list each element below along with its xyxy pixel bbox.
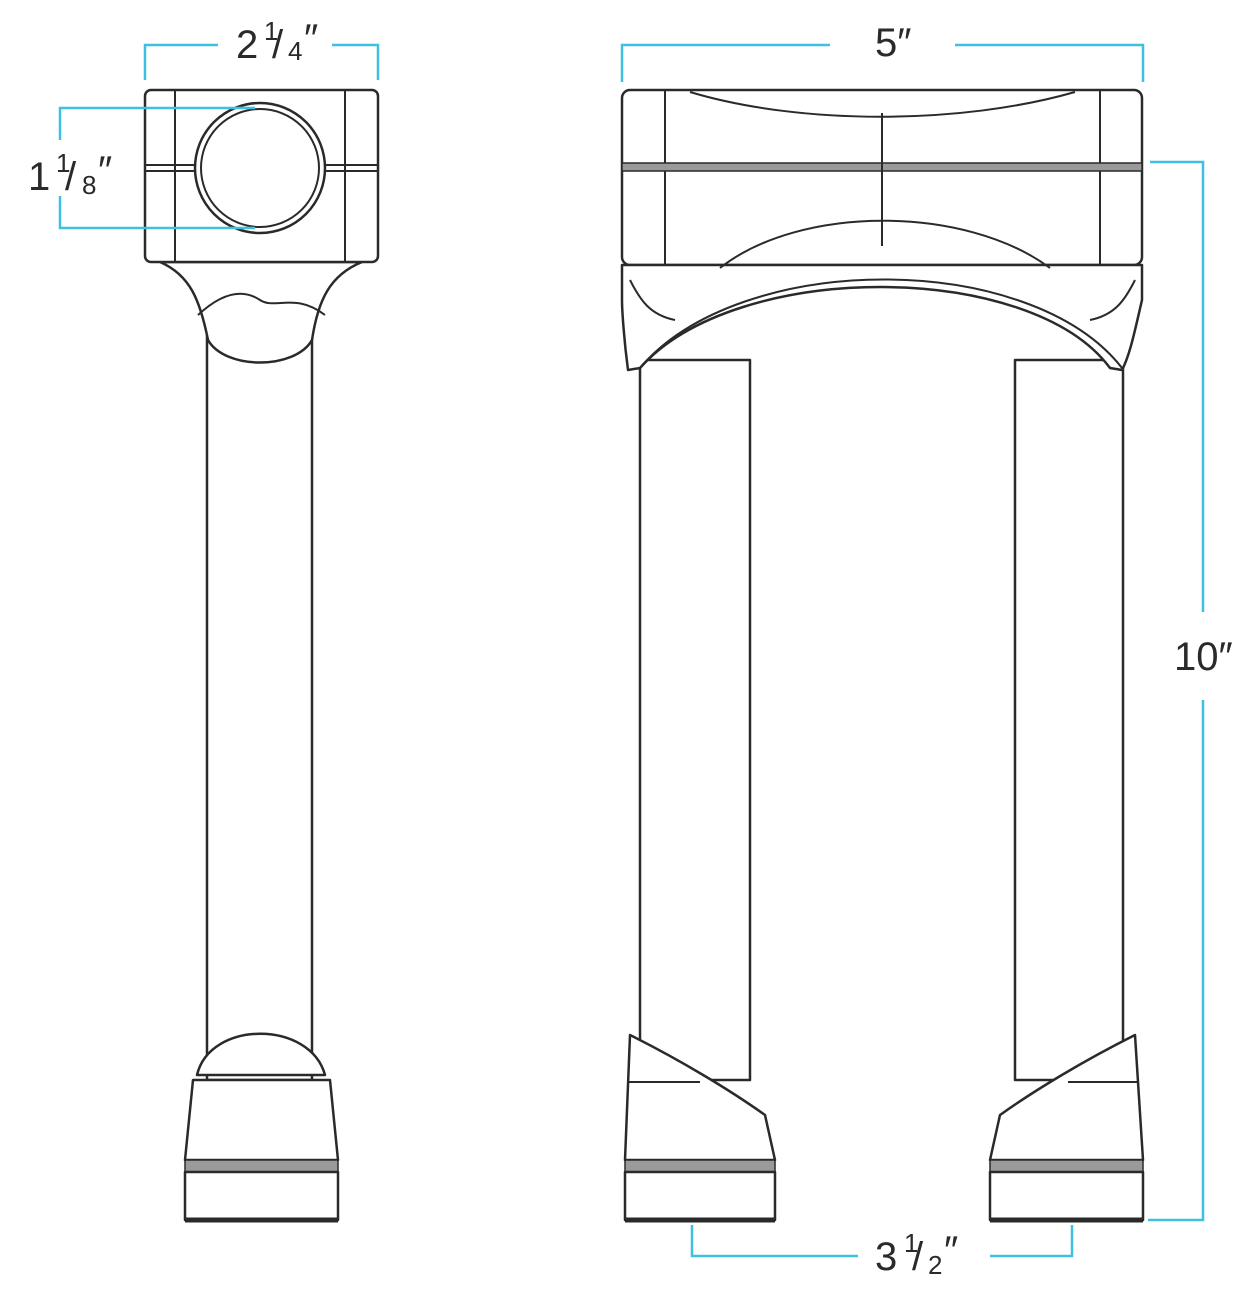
side-neck [158,260,364,364]
side-bar-hole [193,101,327,235]
side-base-band [184,1159,339,1173]
dimension-overall-width: 5″ [620,21,1145,82]
dimension-bar-diameter: 1 1 / 8 ″ [28,106,255,230]
svg-text:1: 1 [56,148,70,178]
base-spacing-whole: 3 [875,1235,897,1279]
side-riser-tube [205,298,314,1082]
front-arch-inner [719,219,1051,269]
svg-text:″: ″ [944,1229,958,1273]
svg-text:1: 1 [264,16,278,46]
svg-text:1: 1 [904,1228,918,1258]
svg-text:/: / [65,155,77,199]
side-base-dome [195,1032,327,1077]
front-right-foot [988,1033,1145,1162]
side-neck-curve [197,292,326,316]
front-top-saddle [689,91,1076,118]
svg-text:8: 8 [82,170,96,200]
svg-text:″: ″ [98,149,112,193]
front-view [620,88,1145,1223]
dimension-height: 10″ [1148,160,1233,1222]
dimension-base-spacing: 3 1 / 2 ″ [690,1225,1074,1280]
front-left-foot [623,1033,777,1162]
svg-text:″: ″ [304,17,318,61]
svg-text:4: 4 [288,36,302,66]
front-right-tube [1013,358,1125,1082]
svg-text:/: / [912,1235,924,1279]
dimension-clamp-width: 2 1 / 4 ″ [143,16,380,80]
clamp-width-whole: 2 [236,23,258,67]
side-base-foot [183,1170,340,1222]
bar-diameter-whole: 1 [28,155,50,199]
height-label: 10″ [1174,635,1233,679]
overall-width-label: 5″ [875,21,911,65]
svg-text:2: 2 [928,1250,942,1280]
svg-text:/: / [272,23,284,67]
front-arch [620,263,1144,372]
side-view [143,88,380,1223]
side-base-cone [183,1078,340,1162]
front-left-tube [638,358,752,1082]
